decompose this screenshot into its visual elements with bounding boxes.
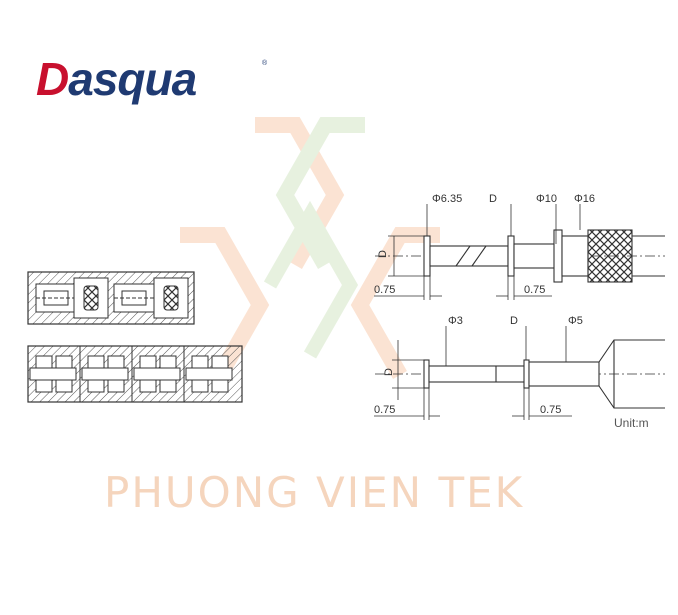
- label-gap-left-upper: 0.75: [374, 284, 395, 296]
- case-cross-section-lower: [27, 345, 243, 403]
- watermark-hex-logo: [180, 117, 440, 379]
- label-gap-right-upper: 0.75: [524, 284, 545, 296]
- case-cross-section-upper: [27, 271, 195, 325]
- logo-rest: asqua: [68, 53, 197, 105]
- dasqua-logo: Dasqua: [36, 52, 197, 106]
- label-dia-3: Φ3: [448, 315, 463, 327]
- label-d-lower: D: [510, 315, 518, 327]
- label-gap-right-lower: 0.75: [540, 404, 561, 416]
- label-dia-10: Φ10: [536, 193, 557, 205]
- logo-initial: D: [36, 53, 69, 105]
- label-dia-16: Φ16: [574, 193, 595, 205]
- watermark-text: PHUONG VIEN TEK: [104, 468, 525, 517]
- label-d-vertical-upper: D: [377, 250, 389, 258]
- label-d-vertical-lower: D: [383, 368, 395, 376]
- spindle-drawing-lower: [374, 326, 665, 420]
- label-dia-5: Φ5: [568, 315, 583, 327]
- label-dia-6-35: Φ6.35: [432, 193, 462, 205]
- label-d-upper: D: [489, 193, 497, 205]
- spindle-drawing-upper: [374, 204, 665, 300]
- label-gap-left-lower: 0.75: [374, 404, 395, 416]
- unit-label: Unit:m: [614, 416, 649, 430]
- trademark-mark: ®: [262, 60, 268, 67]
